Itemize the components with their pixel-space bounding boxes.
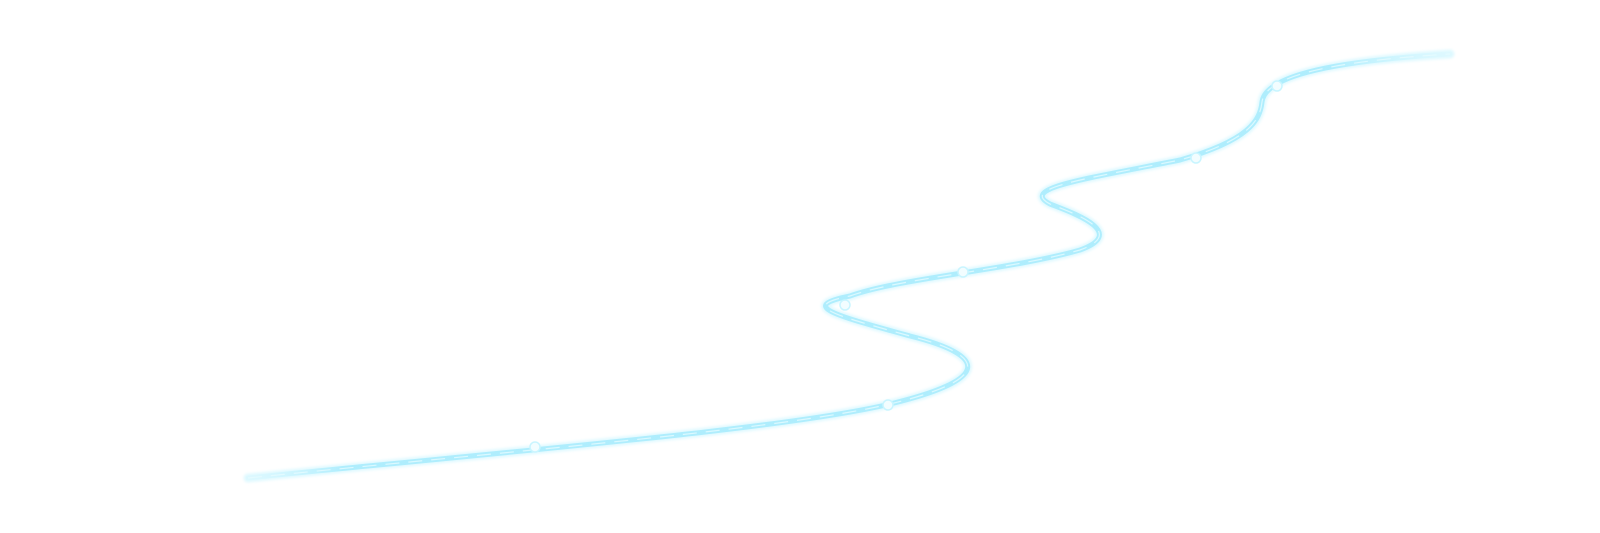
waypoint-markers bbox=[529, 80, 1283, 453]
waypoint-marker bbox=[882, 399, 894, 411]
waypoint-marker bbox=[1271, 80, 1283, 92]
waypoint-marker bbox=[529, 441, 541, 453]
waypoint-marker bbox=[839, 299, 851, 311]
waypoint-marker bbox=[957, 266, 969, 278]
winding-path bbox=[245, 51, 1453, 481]
waypoint-marker bbox=[1190, 152, 1202, 164]
